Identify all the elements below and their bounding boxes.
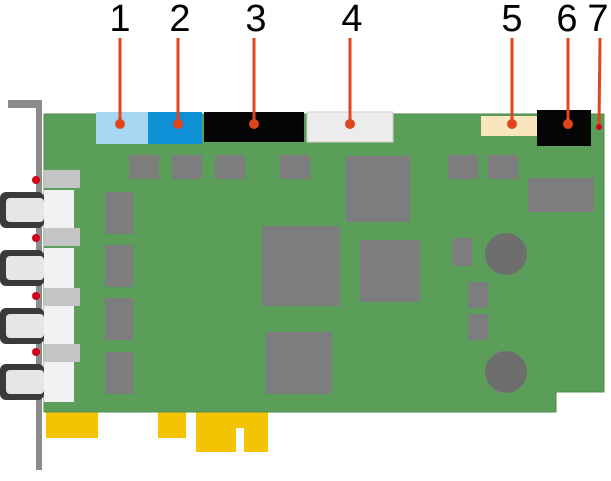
callout-leader-7 <box>596 37 602 130</box>
audio-jack-3 <box>0 288 80 346</box>
small-chip <box>488 155 518 179</box>
callout-leader-4 <box>345 38 355 129</box>
small-chip <box>129 155 159 179</box>
audio-jack-2 <box>0 228 80 288</box>
component <box>468 282 488 308</box>
audio-jack-4 <box>0 344 80 402</box>
chip-left <box>105 245 133 287</box>
main-processor-chip <box>262 226 340 306</box>
component <box>468 314 488 340</box>
chip-left <box>105 298 133 340</box>
small-chip <box>215 155 245 179</box>
callout-label-1: 1 <box>109 0 130 40</box>
callout-label-7: 7 <box>587 0 608 40</box>
callout-label-2: 2 <box>169 0 190 40</box>
chip-upper-right <box>346 156 410 222</box>
capacitor <box>485 233 527 275</box>
gold-finger-mid <box>158 408 186 438</box>
callout-leader-2 <box>173 38 183 129</box>
audio-jack-1 <box>0 170 80 230</box>
chip-mid-right <box>360 240 420 302</box>
chip-lower <box>266 332 332 394</box>
callout-leader-6 <box>563 38 573 129</box>
chip-far-right <box>528 178 594 212</box>
callout-leader-1 <box>115 38 125 129</box>
small-chip <box>172 155 202 179</box>
callout-label-6: 6 <box>556 0 577 40</box>
capacitor <box>485 351 527 393</box>
small-chip <box>280 155 310 179</box>
callout-label-3: 3 <box>245 0 266 40</box>
gold-finger-left <box>46 408 98 438</box>
callout-leader-5 <box>507 38 517 129</box>
callout-label-5: 5 <box>501 0 522 40</box>
gold-finger-main <box>196 408 268 452</box>
callout-leader-3 <box>249 38 259 129</box>
chip-left <box>105 192 133 234</box>
chip-left <box>105 352 133 394</box>
small-chip <box>448 155 478 179</box>
callout-label-4: 4 <box>341 0 362 40</box>
mounting-bracket <box>8 100 42 470</box>
component <box>452 238 472 266</box>
connector-6 <box>537 110 591 146</box>
